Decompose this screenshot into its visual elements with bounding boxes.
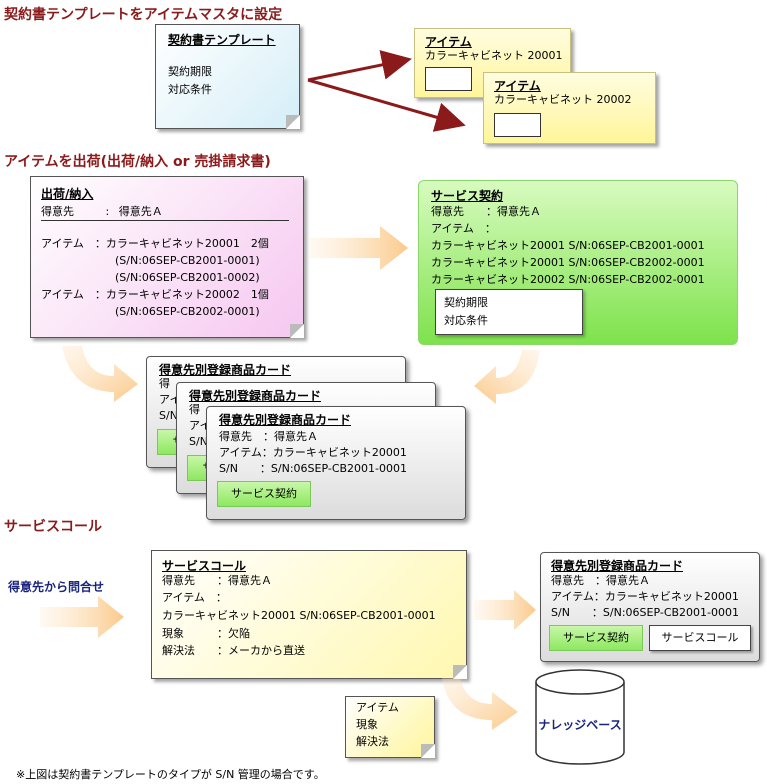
template-line-term: 契約期限 [168, 65, 212, 78]
card-line: 得 [159, 377, 170, 390]
shipment-row: (S/N:06SEP-CB2001-0002) [115, 271, 260, 284]
card-customer: 得意先 ：得意先Ａ [219, 430, 318, 443]
item-name: カラーキャビネット 20001 [425, 49, 563, 62]
card-line: S/N [159, 409, 178, 422]
service-contract-box: サービス契約 得意先 ：得意先Ａ アイテム ： カラーキャビネット20001 S… [418, 180, 738, 345]
item-row: アイテム ： [431, 222, 496, 235]
card-customer: 得意先 ：得意先Ａ [551, 574, 650, 587]
page-fold [453, 665, 467, 679]
customer-row: 得意先 : 得意先Ａ [41, 203, 163, 220]
arrow-to-item2 [307, 78, 466, 132]
knowledge-base-label: ナレッジベース [538, 718, 622, 732]
curved-arrow-down-right-icon [442, 678, 518, 730]
service-call-button[interactable]: サービスコール [649, 625, 751, 651]
service-call-item-line: カラーキャビネット20001 S/N:06SEP-CB2001-0001 [162, 609, 436, 622]
mini-document [494, 113, 541, 137]
card-sn: S/N ：S/N:06SEP-CB2001-0001 [551, 606, 740, 619]
customer-row: 得意先 ：得意先Ａ [431, 205, 541, 218]
contract-terms-box: 契約期限 対応条件 [435, 289, 583, 335]
service-contract-title: サービス契約 [431, 189, 504, 203]
curved-arrow-down-left-icon [474, 350, 540, 404]
template-title: 契約書テンプレート [168, 33, 276, 47]
card-line: アイ [189, 419, 211, 432]
card-line: アイ [159, 393, 181, 406]
item-note-20002: アイテム カラーキャビネット 20002 [483, 72, 656, 144]
page-fold [286, 115, 300, 129]
kb-note-line: 現象 [356, 718, 378, 731]
customer-value: 得意先Ａ [118, 205, 163, 218]
term-line: 対応条件 [444, 314, 488, 327]
inquiry-label: 得意先から問合せ [8, 580, 105, 594]
item-name: カラーキャビネット 20002 [494, 93, 632, 106]
shipment-row: (S/N:06SEP-CB2001-0001) [115, 254, 260, 267]
shipment-title: 出荷/納入 [41, 187, 94, 201]
kb-note-line: アイテム [356, 701, 399, 714]
card-sn: S/N ：S/N:06SEP-CB2001-0001 [219, 462, 408, 475]
kb-note: アイテム 現象 解決法 [345, 696, 435, 758]
contract-line: カラーキャビネット20001 S/N:06SEP-CB2002-0001 [431, 256, 705, 269]
card-title: 得意先別登録商品カード [159, 363, 292, 377]
card-item: アイテム：カラーキャビネット20001 [219, 446, 407, 459]
divider [41, 220, 289, 221]
contract-template-note: 契約書テンプレート 契約期限 対応条件 [155, 24, 300, 129]
shipment-row: アイテム ：カラーキャビネット20002 1個 [41, 288, 269, 301]
section-heading-template: 契約書テンプレートをアイテムマスタに設定 [4, 7, 283, 23]
customer-sep: : [105, 205, 110, 218]
product-card-front: 得意先別登録商品カード 得意先 ：得意先Ａ アイテム：カラーキャビネット2000… [206, 406, 466, 520]
card-line: S/N [189, 435, 208, 448]
service-contract-button[interactable]: サービス契約 [549, 625, 643, 651]
page-fold [421, 744, 435, 758]
shipment-note: 出荷/納入 得意先 : 得意先Ａ アイテム ：カラーキャビネット20001 2個… [30, 176, 304, 338]
service-call-title: サービスコール [162, 559, 247, 573]
card-title: 得意先別登録商品カード [189, 389, 322, 403]
mini-document [425, 67, 472, 91]
shipment-row: アイテム ：カラーキャビネット20001 2個 [41, 237, 269, 250]
card-title: 得意先別登録商品カード [551, 559, 684, 573]
page-fold [290, 324, 304, 338]
footnote: ※上図は契約書テンプレートのタイプが S/N 管理の場合です。 [16, 768, 325, 781]
customer-label: 得意先 [41, 205, 74, 218]
service-call-customer: 得意先 ：得意先Ａ [162, 574, 272, 587]
block-arrow-right-icon [310, 226, 408, 270]
card-title: 得意先別登録商品カード [219, 413, 352, 427]
section-heading-shipping: アイテムを出荷(出荷/納入 or 売掛請求書) [4, 154, 271, 170]
service-call-note: サービスコール 得意先 ：得意先Ａ アイテム ： カラーキャビネット20001 … [151, 550, 467, 679]
card-line: 得 [189, 403, 200, 416]
service-contract-button[interactable]: サービス契約 [217, 481, 311, 507]
item-title: アイテム [494, 79, 541, 93]
service-call-phenomenon: 現象 ：欠陥 [162, 627, 250, 640]
shipment-row: (S/N:06SEP-CB2002-0001) [115, 305, 260, 318]
kb-note-line: 解決法 [356, 735, 389, 748]
service-call-solution: 解決法 ：メーカから直送 [162, 644, 305, 657]
curved-arrow-down-right-icon [62, 346, 138, 402]
term-line: 契約期限 [444, 296, 488, 309]
product-card-result: 得意先別登録商品カード 得意先 ：得意先Ａ アイテム：カラーキャビネット2000… [540, 552, 760, 662]
contract-line: カラーキャビネット20002 S/N:06SEP-CB2002-0001 [431, 273, 705, 286]
contract-line: カラーキャビネット20001 S/N:06SEP-CB2001-0001 [431, 239, 705, 252]
item-title: アイテム [425, 35, 472, 49]
database-icon [535, 669, 625, 765]
template-line-conditions: 対応条件 [168, 83, 212, 96]
block-arrow-right-icon [40, 596, 124, 638]
card-item: アイテム：カラーキャビネット20001 [551, 590, 739, 603]
arrow-to-item1 [307, 50, 412, 82]
block-arrow-right-icon [474, 590, 536, 630]
section-heading-service-call: サービスコール [4, 519, 102, 535]
service-call-item: アイテム ： [162, 591, 227, 604]
